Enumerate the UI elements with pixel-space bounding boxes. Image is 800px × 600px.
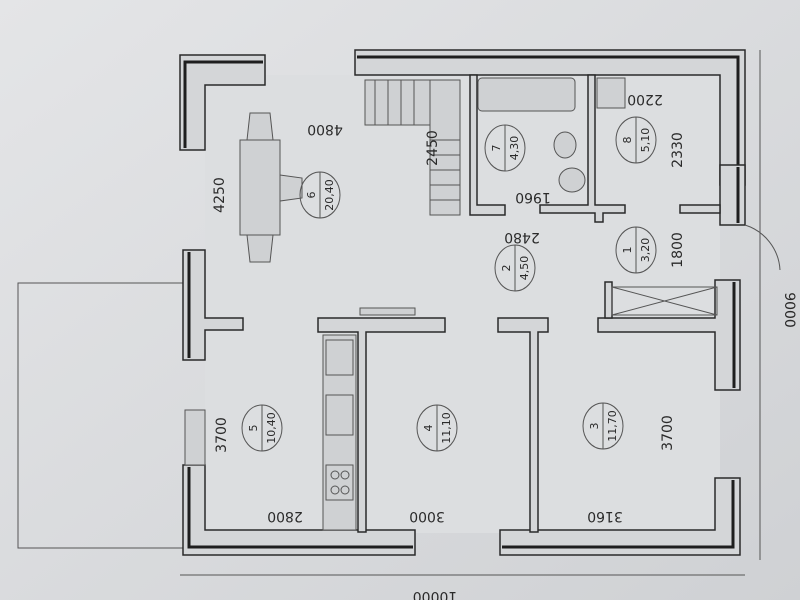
room-number: 7 [490, 145, 503, 152]
floor-area [205, 75, 720, 533]
room-area: 4,30 [508, 136, 521, 161]
dimension-10000: 10000 [413, 588, 458, 600]
dimension-1960: 1960 [515, 189, 551, 205]
dining-table [239, 112, 303, 263]
room-number: 3 [588, 423, 601, 430]
kitchen-counter [322, 334, 357, 531]
room-area: 4,50 [518, 256, 531, 281]
room-number: 2 [500, 265, 513, 272]
room-number: 4 [422, 425, 435, 432]
wall-right-mid [597, 279, 741, 391]
room-number: 1 [621, 247, 634, 254]
wall-left-mid [182, 249, 244, 361]
dimension-4250: 4250 [212, 177, 228, 213]
room-label-6: 6 20,40 [299, 171, 341, 219]
staircase [364, 79, 461, 216]
room-label-4: 4 11,10 [416, 404, 458, 452]
dimension-2450: 2450 [425, 130, 441, 166]
dimension-3160: 3160 [587, 508, 623, 524]
dimension-2800: 2800 [267, 508, 303, 524]
dimension-3000: 3000 [409, 508, 445, 524]
room-number: 8 [621, 137, 634, 144]
room-label-2: 2 4,50 [494, 244, 536, 292]
room-area: 11,10 [440, 412, 453, 444]
wall-top-left [179, 54, 266, 151]
toilet [553, 131, 577, 159]
wall-bedrooms [497, 317, 549, 533]
wall-closet [604, 281, 613, 319]
bathtub [477, 77, 576, 112]
entrance-door-swing [744, 224, 781, 271]
dimension-1800: 1800 [670, 232, 686, 268]
dimension-2200: 2200 [627, 91, 663, 107]
closet [611, 286, 718, 316]
wall-right-window-pier [719, 164, 746, 226]
dimension-3700-right: 3700 [660, 415, 676, 451]
dimension-3700-left: 3700 [214, 417, 230, 453]
room-area: 11,70 [606, 410, 619, 442]
radiator [184, 409, 206, 466]
terrace-outline [17, 282, 185, 549]
furniture [184, 77, 626, 531]
room-area: 3,20 [639, 238, 652, 263]
boiler [596, 77, 626, 109]
wall-stub-hall [679, 204, 721, 214]
wall-kitchen-bedroom [317, 317, 446, 533]
wall-bathroom-right [539, 74, 626, 223]
dimension-4800: 4800 [307, 121, 343, 137]
dimension-2480: 2480 [504, 229, 540, 245]
room-label-7: 7 4,30 [484, 124, 526, 172]
wall-bathroom-left [469, 74, 506, 216]
room-area: 20,40 [323, 179, 336, 211]
room-area: 10,40 [265, 412, 278, 444]
sink [558, 167, 586, 193]
exterior-walls [179, 49, 781, 556]
interior-walls [317, 74, 721, 533]
room-number: 6 [305, 192, 318, 199]
dimension-9000: 9000 [781, 292, 797, 328]
window-sill [359, 307, 416, 316]
room-label-8: 8 5,10 [615, 116, 657, 164]
room-label-1: 1 3,20 [615, 226, 657, 274]
dimension-2330: 2330 [670, 132, 686, 168]
room-label-5: 5 10,40 [241, 404, 283, 452]
wall-bottom-right [499, 477, 741, 556]
room-number: 5 [247, 425, 260, 432]
room-label-3: 3 11,70 [582, 402, 624, 450]
room-area: 5,10 [639, 128, 652, 153]
